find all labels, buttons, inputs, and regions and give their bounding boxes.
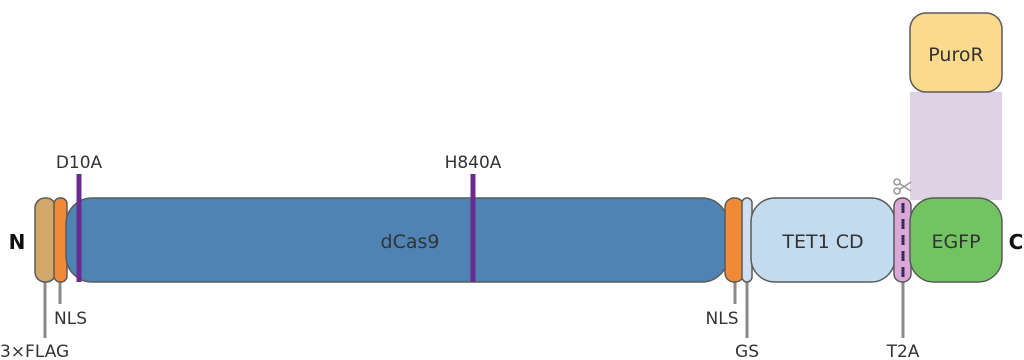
dcas9-label: dCas9 (381, 231, 440, 253)
nls-1-domain (53, 197, 68, 283)
egfp-label: EGFP (931, 231, 980, 253)
n-terminus-label: N (9, 230, 26, 254)
puror-link-shading (910, 92, 1002, 200)
h840a-label: H840A (445, 153, 502, 173)
puror-label: PuroR (928, 44, 983, 66)
nls-1-label: NLS (54, 309, 87, 329)
gs-label: GS (735, 342, 759, 360)
c-terminus-label: C (1009, 230, 1024, 254)
t2a-label: T2A (886, 342, 920, 360)
tet1-cd-label: TET1 CD (781, 231, 863, 253)
d10a-label: D10A (56, 153, 103, 173)
puror-domain (909, 12, 1003, 93)
flag-label: 3×FLAG (0, 342, 69, 360)
nls-2-domain (724, 197, 745, 283)
nls-2-label: NLS (706, 309, 739, 329)
scissors-icon (893, 178, 912, 195)
flag-domain (34, 197, 57, 283)
egfp-domain (909, 197, 1003, 283)
